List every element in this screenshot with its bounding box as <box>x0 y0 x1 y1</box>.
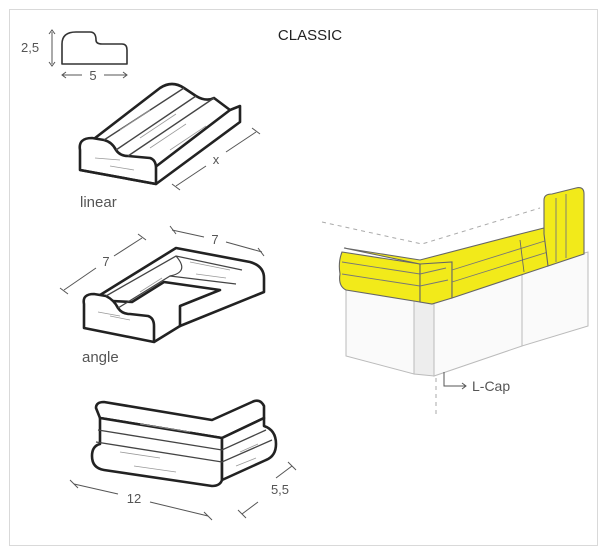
lcap-callout-label: L-Cap <box>472 378 510 394</box>
angle-piece: 7 7 angle <box>59 225 266 366</box>
profile-section: 2,5 5 <box>21 29 128 83</box>
angle-name-label: angle <box>82 349 119 366</box>
lcap-piece: 12 5,5 <box>69 399 297 521</box>
lcap-length-label: 12 <box>127 491 141 506</box>
profile-height-label: 2,5 <box>21 40 39 55</box>
arrow-right-icon <box>122 71 128 79</box>
profile-outline <box>61 31 128 65</box>
angle-side-b-label: 7 <box>211 232 218 247</box>
assembly-illustration: L-Cap <box>321 187 589 416</box>
arrow-up-icon <box>48 29 56 35</box>
diagram-title: CLASSIC <box>278 27 342 44</box>
angle-side-a-label: 7 <box>102 254 109 269</box>
lcap-depth-label: 5,5 <box>271 482 289 497</box>
arrow-left-icon <box>61 71 67 79</box>
profile-width-label: 5 <box>89 68 96 83</box>
linear-piece: x linear <box>78 82 261 211</box>
linear-name-label: linear <box>80 194 117 211</box>
callout-leader <box>443 372 466 387</box>
arrow-right-icon <box>461 382 467 390</box>
linear-length-label: x <box>213 152 220 167</box>
arrow-down-icon <box>48 61 56 67</box>
